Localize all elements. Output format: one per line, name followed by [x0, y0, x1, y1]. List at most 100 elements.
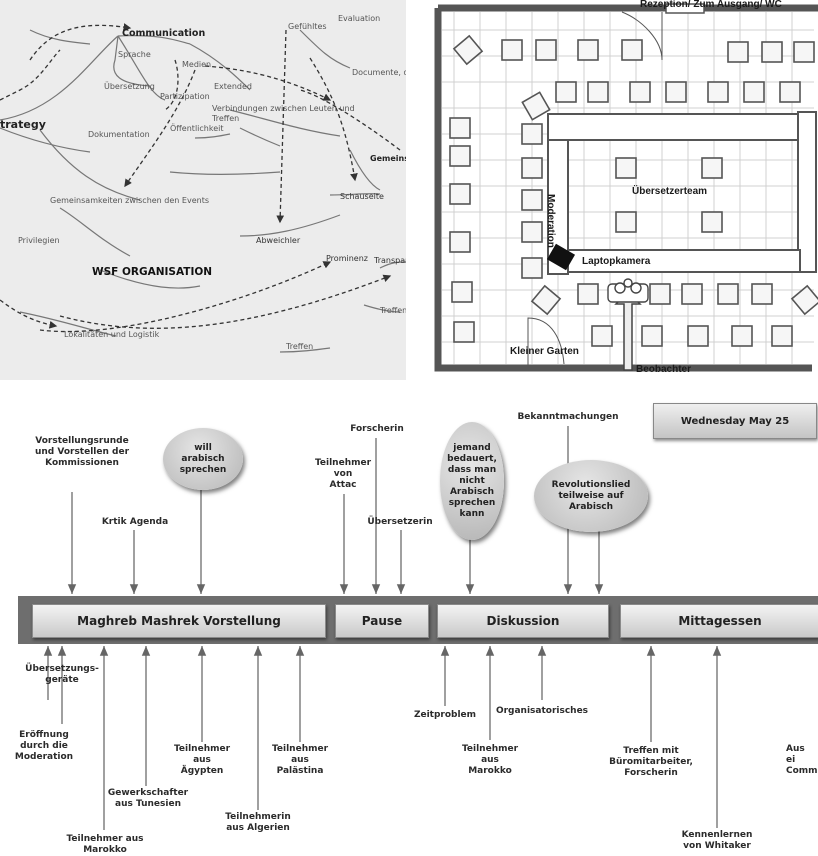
mindmap-photo: Communication trategy Sprache Übersetzun…: [0, 0, 406, 380]
chair: [771, 325, 793, 347]
mm-gemeinsam: Gemeinsa: [370, 154, 406, 163]
chair: [727, 41, 749, 63]
mm-gefuehle: Gefühltes: [288, 22, 327, 31]
chair: [577, 39, 599, 61]
chair: [449, 117, 471, 139]
chair: [743, 81, 765, 103]
mm-partizipation: Partizipation: [160, 92, 210, 101]
segment-maghreb-mashrek: Maghreb Mashrek Vorstellung: [32, 604, 326, 638]
chair: [449, 145, 471, 167]
chair: [707, 81, 729, 103]
mm-extended: Extended: [214, 82, 252, 91]
chair: [451, 281, 473, 303]
chair: [621, 39, 643, 61]
floorplan-drawing: [434, 3, 818, 372]
chair: [793, 41, 815, 63]
label-kritik-agenda: Krtik Agenda: [101, 517, 169, 527]
mm-dokumentation: Dokumentation: [88, 130, 150, 139]
mm-verbindungen: Verbindungen zwischen Leuten und: [212, 104, 355, 113]
mm-treffen2: Treffen: [380, 306, 406, 315]
chair: [641, 325, 663, 347]
mm-treffen: Treffen: [212, 114, 240, 123]
date-box: Wednesday May 25: [653, 403, 817, 439]
label-uebersetzerin: Übersetzerin: [367, 517, 433, 527]
chair: [761, 41, 783, 63]
chair: [751, 283, 773, 305]
chair: [521, 123, 543, 145]
chair: [577, 283, 599, 305]
label-organisatorisches: Organisatorisches: [495, 706, 589, 716]
chair: [535, 39, 557, 61]
label-bekanntmachungen: Bekanntmachungen: [517, 412, 619, 422]
chair: [731, 325, 753, 347]
chair: [681, 283, 703, 305]
mm-medien: Medien: [182, 60, 212, 69]
mm-documente: Documente, die d: [352, 68, 406, 77]
mm-abweichler: Abweichler: [256, 236, 301, 245]
timeline: Wednesday May 25: [0, 390, 818, 855]
chair: [615, 157, 637, 179]
mm-lokalitaeten: Lokalitäten und Logistik: [64, 330, 160, 339]
segment-mittagessen: Mittagessen: [620, 604, 818, 638]
chair: [687, 325, 709, 347]
mm-strategy: trategy: [0, 118, 46, 131]
mm-uebersetzung: Übersetzung: [104, 82, 155, 91]
chair: [665, 81, 687, 103]
segment-diskussion: Diskussion: [437, 604, 609, 638]
chair: [649, 283, 671, 305]
chair: [530, 284, 562, 316]
chair: [521, 257, 543, 279]
chair: [501, 39, 523, 61]
mindmap-lines: [0, 23, 406, 353]
mm-schauseite: Schauseite: [340, 192, 384, 201]
floorplan-reception: Rezeption/ Zum Ausgang/ WC: [640, 0, 782, 10]
chair: [591, 325, 613, 347]
mm-gemeinsamkeiten: Gemeinsamkeiten zwischen den Events: [50, 196, 209, 205]
floorplan-laptop-camera: Laptopkamera: [582, 256, 651, 267]
mm-wsf-organisation: WSF ORGANISATION: [92, 266, 213, 278]
floorplan-small-garden: Kleiner Garten: [510, 346, 579, 357]
chair: [701, 211, 723, 233]
chair: [790, 284, 818, 316]
chair: [521, 91, 551, 121]
chair: [587, 81, 609, 103]
mm-communication: Communication: [122, 28, 206, 39]
mm-privilegien: Privilegien: [18, 236, 60, 245]
label-zeitproblem: Zeitproblem: [413, 710, 477, 720]
mm-transparenz: Transpar: [374, 256, 406, 265]
chair: [701, 157, 723, 179]
mm-treffen3: Treffen: [286, 342, 314, 351]
floorplan-translators: Übersetzerteam: [632, 186, 708, 197]
chair: [629, 81, 651, 103]
chair: [521, 157, 543, 179]
chair: [452, 34, 484, 66]
mm-evaluation: Evaluation: [338, 14, 381, 23]
mm-sprache: Sprache: [118, 50, 151, 59]
chair: [717, 283, 739, 305]
floorplan-moderation: Moderation: [545, 194, 556, 248]
floorplan: Rezeption/ Zum Ausgang/ WC Moderation Üb…: [432, 0, 818, 380]
chair: [453, 321, 475, 343]
chair: [779, 81, 801, 103]
segment-pause: Pause: [335, 604, 429, 638]
chair: [521, 221, 543, 243]
chair: [521, 189, 543, 211]
mm-oeffentlichkeit: Öffentlichkeit: [170, 124, 224, 133]
label-uebersetzungsgeraete: Übersetzungs-geräte: [25, 664, 99, 685]
chair: [449, 183, 471, 205]
mm-prominenz: Prominenz: [326, 254, 368, 263]
chair: [615, 211, 637, 233]
